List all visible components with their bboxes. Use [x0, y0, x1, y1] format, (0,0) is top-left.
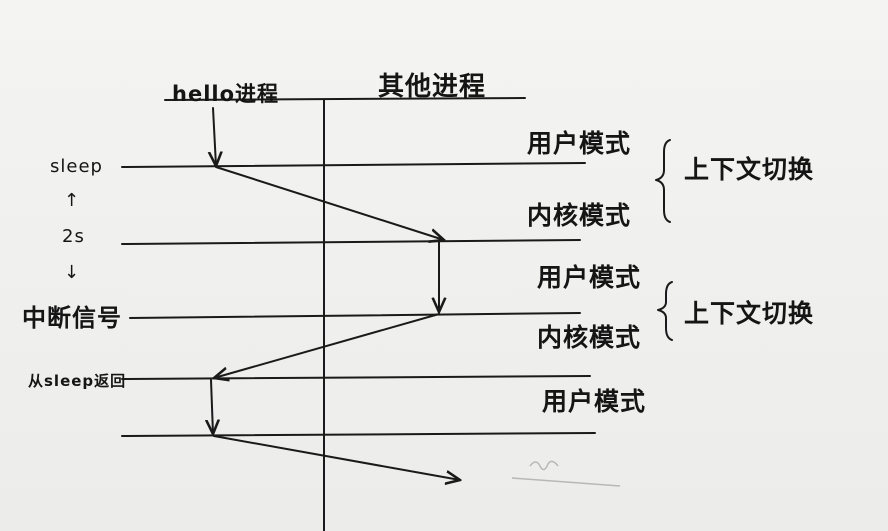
header-other-process: 其他进程 — [378, 72, 487, 102]
up-arrow-icon: ↑ — [64, 190, 81, 211]
duration-label: 2s — [62, 226, 85, 247]
return-from-sleep-label: 从sleep返回 — [28, 372, 127, 390]
flow-arrow-final — [213, 435, 460, 480]
down-arrow-icon: ↓ — [64, 262, 81, 283]
header-hello-process: hello进程 — [172, 82, 280, 106]
context-switch-brace-2 — [657, 281, 673, 341]
boundary-line-4 — [121, 375, 591, 380]
faint-arrow — [511, 477, 621, 487]
flow-arrow-syscall — [215, 166, 444, 240]
flow-arrow-hello-down — [211, 379, 213, 434]
boundary-line-2 — [121, 239, 581, 245]
mode-label-kernel-2: 内核模式 — [537, 323, 642, 352]
boundary-line-5 — [121, 432, 596, 437]
header-underline — [164, 97, 526, 101]
flow-arrow-back-to-hello — [214, 313, 440, 378]
boundary-line-1 — [121, 162, 586, 168]
mode-label-kernel-1: 内核模式 — [527, 201, 632, 230]
mode-label-user-2: 用户模式 — [537, 263, 642, 292]
interrupt-signal-label: 中断信号 — [22, 304, 122, 332]
hello-entry-arrow — [213, 107, 216, 166]
boundary-line-3 — [129, 312, 581, 319]
mode-label-user-3: 用户模式 — [542, 387, 647, 416]
context-switch-label-2: 上下文切换 — [684, 299, 815, 328]
faint-scribble — [529, 460, 559, 471]
sleep-label: sleep — [50, 156, 103, 177]
context-switch-label-1: 上下文切换 — [684, 155, 815, 184]
mode-label-user-1: 用户模式 — [527, 129, 632, 158]
context-switch-brace-1 — [655, 139, 671, 223]
